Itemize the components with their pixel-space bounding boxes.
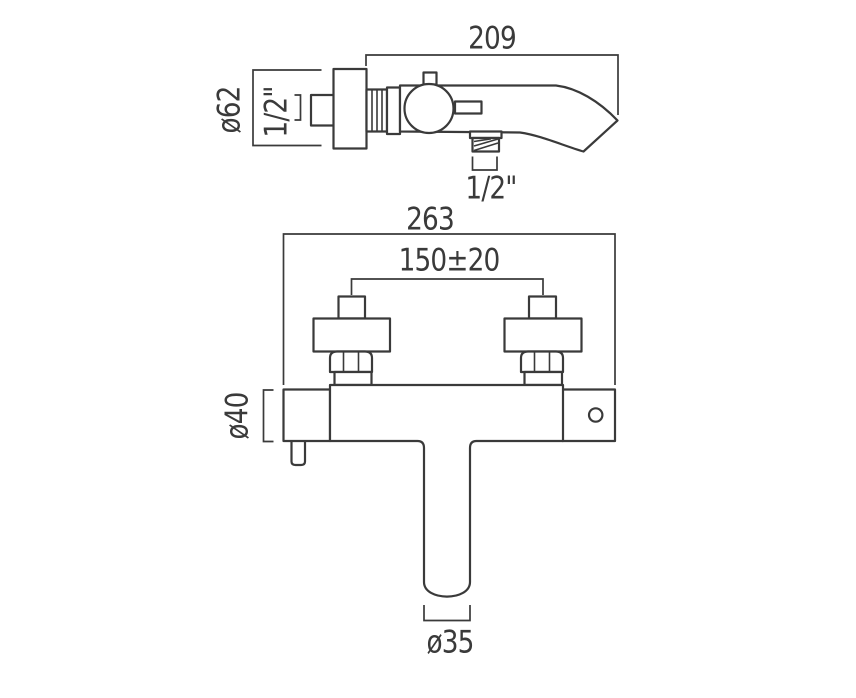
label-inlet-centres: 150±20: [398, 242, 501, 279]
bracket-inlet-thread: [294, 94, 302, 121]
left-wall-plate: [312, 317, 392, 353]
locknut: [385, 86, 402, 136]
bracket-spout-diameter: [423, 605, 471, 622]
label-inlet-connection: 1/2": [258, 86, 295, 138]
right-union-nut: [519, 350, 565, 374]
handle-top-tab: [422, 71, 438, 86]
right-wall-plate: [503, 317, 583, 353]
bracket-body-diameter: [262, 389, 274, 443]
inlet-pipe: [309, 93, 336, 127]
bracket-flange-diameter: [252, 69, 322, 147]
left-nut-facets: [342, 352, 360, 372]
valve-body-and-spout: [328, 383, 565, 598]
cap-screw: [587, 407, 604, 423]
label-overall-width: 263: [406, 201, 455, 238]
dim-line-150: [350, 278, 544, 295]
outlet-thread-lines: [473, 138, 499, 152]
front-view: [262, 233, 617, 622]
left-collar: [333, 370, 373, 387]
label-body-diameter: ø40: [219, 392, 256, 440]
label-wall-flange-diameter: ø62: [211, 86, 248, 134]
label-spout-projection: 209: [468, 20, 517, 57]
dim-line-263: [282, 233, 616, 385]
bracket-outlet-thread: [471, 156, 498, 171]
handle-lever: [453, 100, 483, 115]
connector-thread-lines: [371, 90, 383, 131]
cartridge-circle: [403, 82, 455, 135]
right-collar: [523, 370, 564, 387]
right-inlet-pipe: [527, 295, 558, 320]
left-end-cap: [282, 388, 332, 443]
label-outlet-connection: 1/2": [465, 170, 517, 207]
side-view: [252, 54, 619, 171]
label-spout-diameter: ø35: [426, 624, 474, 661]
left-inlet-pipe: [337, 295, 367, 320]
dim-line-209: [365, 54, 619, 115]
wall-flange: [332, 67, 368, 150]
left-union-nut: [328, 350, 374, 374]
diverter-stub: [290, 439, 307, 467]
right-nut-facets: [533, 352, 551, 372]
